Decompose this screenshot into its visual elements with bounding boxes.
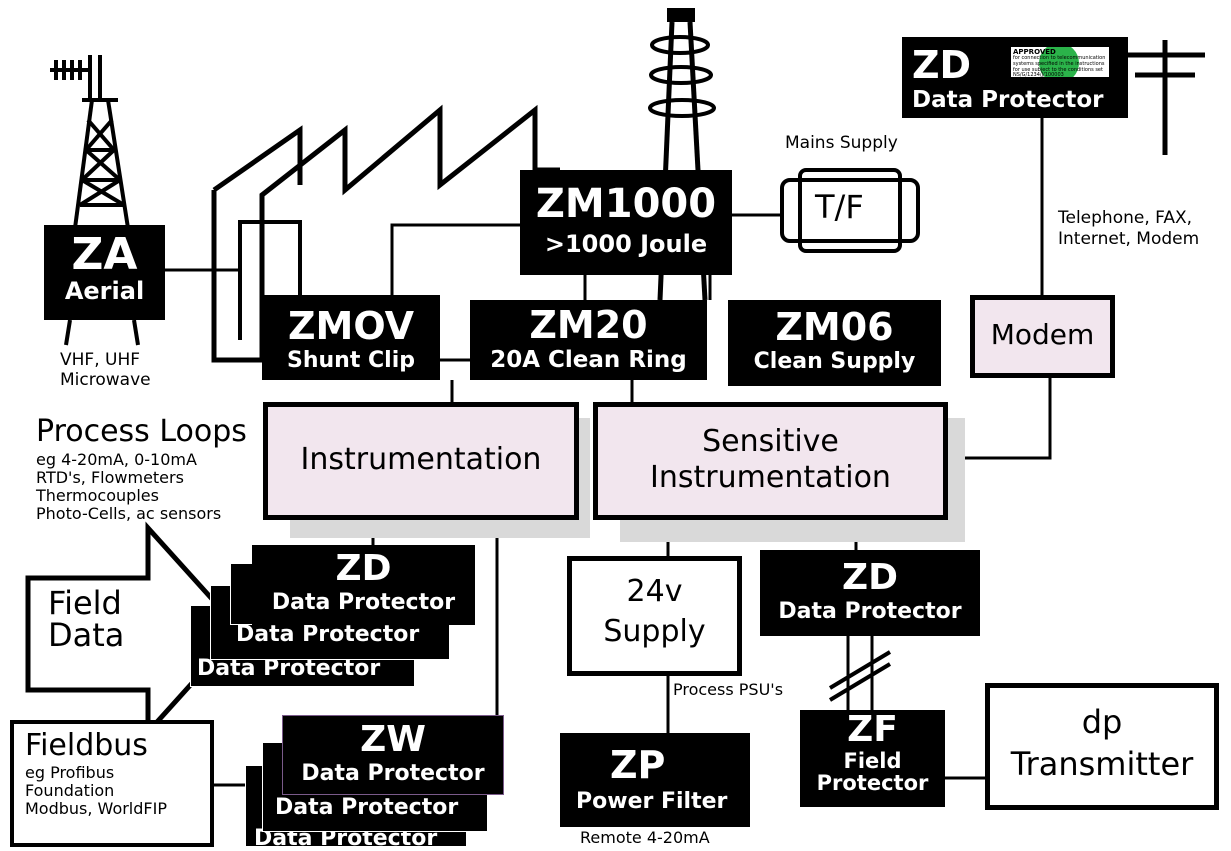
vhf-label-line1: VHF, UHF — [60, 350, 141, 370]
zp-block: ZP Power Filter — [560, 733, 750, 827]
za-aerial-block: ZA Aerial — [44, 225, 165, 320]
zmov-title: ZMOV — [287, 304, 415, 348]
zm1000-subtitle: >1000 Joule — [544, 230, 708, 258]
fieldbus-title: Fieldbus — [25, 728, 148, 763]
process-loops-line-4: Photo-Cells, ac sensors — [36, 504, 222, 523]
process-loops-line-2: RTD's, Flowmeters — [36, 468, 184, 487]
zd-field-title: ZD — [335, 548, 392, 589]
zmov-block: ZMOV Shunt Clip — [262, 295, 440, 380]
approval-badge-code: NS/G/1234/J/100003 — [1013, 72, 1064, 78]
field-data-line1: Field — [48, 584, 122, 622]
zf-subtitle-line1: Field — [843, 749, 902, 773]
zf-title: ZF — [847, 709, 898, 750]
sensitive-instrumentation-box: Sensitive Instrumentation — [593, 402, 948, 520]
zd-field-subtitle: Data Protector — [271, 590, 456, 615]
zm06-subtitle: Clean Supply — [753, 349, 916, 374]
approval-badge: APPROVED for connection to telecommunica… — [1010, 46, 1110, 78]
zm1000-block: ZM1000 >1000 Joule — [520, 170, 732, 275]
zd-field-stack-label-1: Data Protector — [236, 622, 420, 647]
telephone-label-line1: Telephone, FAX, — [1058, 208, 1193, 228]
approval-badge-icon — [1039, 47, 1079, 77]
zd-right-block: ZD Data Protector — [760, 550, 980, 636]
zm20-title: ZM20 — [529, 303, 648, 347]
zd-field-stack-label-2: Data Protector — [197, 656, 381, 681]
approval-badge-bold: APPROVED — [1013, 48, 1056, 56]
zd-top-title: ZD — [912, 43, 972, 87]
supply-line1: 24v — [626, 574, 683, 609]
approval-badge-text: for connection to telecommunication syst… — [1013, 55, 1106, 72]
remote-label: Remote 4-20mA — [580, 828, 710, 847]
zmov-subtitle: Shunt Clip — [287, 348, 415, 373]
tf-inner-frame — [798, 168, 902, 253]
zd-right-title: ZD — [842, 557, 898, 598]
process-psu-label: Process PSU's — [673, 680, 784, 699]
dp-line1: dp — [1081, 703, 1123, 741]
zm06-title: ZM06 — [775, 305, 894, 349]
vhf-label-line2: Microwave — [60, 370, 151, 390]
mains-supply-label: Mains Supply — [785, 133, 898, 153]
aerial-tower-icon — [50, 55, 140, 346]
zp-title: ZP — [610, 743, 666, 787]
dp-line2: Transmitter — [1010, 745, 1194, 783]
telephone-label-line2: Internet, Modem — [1058, 229, 1200, 249]
za-title: ZA — [71, 229, 138, 280]
instrumentation-box: Instrumentation — [263, 402, 579, 520]
zd-right-subtitle: Data Protector — [778, 599, 962, 624]
zd-field-front: ZD Data Protector — [252, 545, 475, 625]
24v-supply-box: 24v Supply — [567, 556, 742, 676]
zp-subtitle: Power Filter — [576, 789, 728, 814]
zf-block: ZF Field Protector — [800, 710, 945, 807]
zw-title: ZW — [360, 719, 426, 760]
fieldbus-line-1: eg Profibus — [25, 763, 115, 782]
process-loops-line-1: eg 4-20mA, 0-10mA — [36, 450, 197, 469]
zd-top-block: ZD Data Protector APPROVED for connectio… — [902, 37, 1128, 118]
dp-transmitter-box: dp Transmitter — [985, 683, 1219, 810]
modem-label: Modem — [990, 318, 1095, 351]
zd-top-subtitle: Data Protector — [912, 87, 1104, 113]
fieldbus-line-3: Modbus, WorldFIP — [25, 799, 167, 818]
sensitive-label-line1: Sensitive — [702, 424, 839, 459]
sensitive-label-line2: Instrumentation — [650, 460, 891, 495]
za-subtitle: Aerial — [64, 277, 145, 305]
telephone-pole-icon — [1125, 40, 1205, 155]
zm1000-title: ZM1000 — [535, 181, 717, 227]
fieldbus-box — [10, 720, 214, 847]
zm06-block: ZM06 Clean Supply — [728, 300, 941, 386]
tf-outer-frame — [780, 178, 920, 243]
modem-box: Modem — [970, 295, 1115, 378]
tf-label: T/F — [815, 188, 864, 226]
zm20-subtitle: 20A Clean Ring — [490, 347, 687, 373]
process-loops-line-3: Thermocouples — [36, 486, 159, 505]
instrumentation-label: Instrumentation — [300, 442, 542, 477]
zm20-block: ZM20 20A Clean Ring — [470, 300, 707, 380]
zw-block: ZW Data Protector — [282, 715, 504, 795]
process-loops-title: Process Loops — [36, 414, 247, 449]
zf-subtitle-line2: Protector — [816, 771, 929, 796]
fieldbus-line-2: Foundation — [25, 781, 115, 800]
zw-stack-label-1: Data Protector — [275, 795, 459, 820]
supply-line2: Supply — [603, 614, 706, 649]
zw-subtitle: Data Protector — [301, 761, 485, 786]
field-data-line2: Data — [48, 616, 125, 654]
